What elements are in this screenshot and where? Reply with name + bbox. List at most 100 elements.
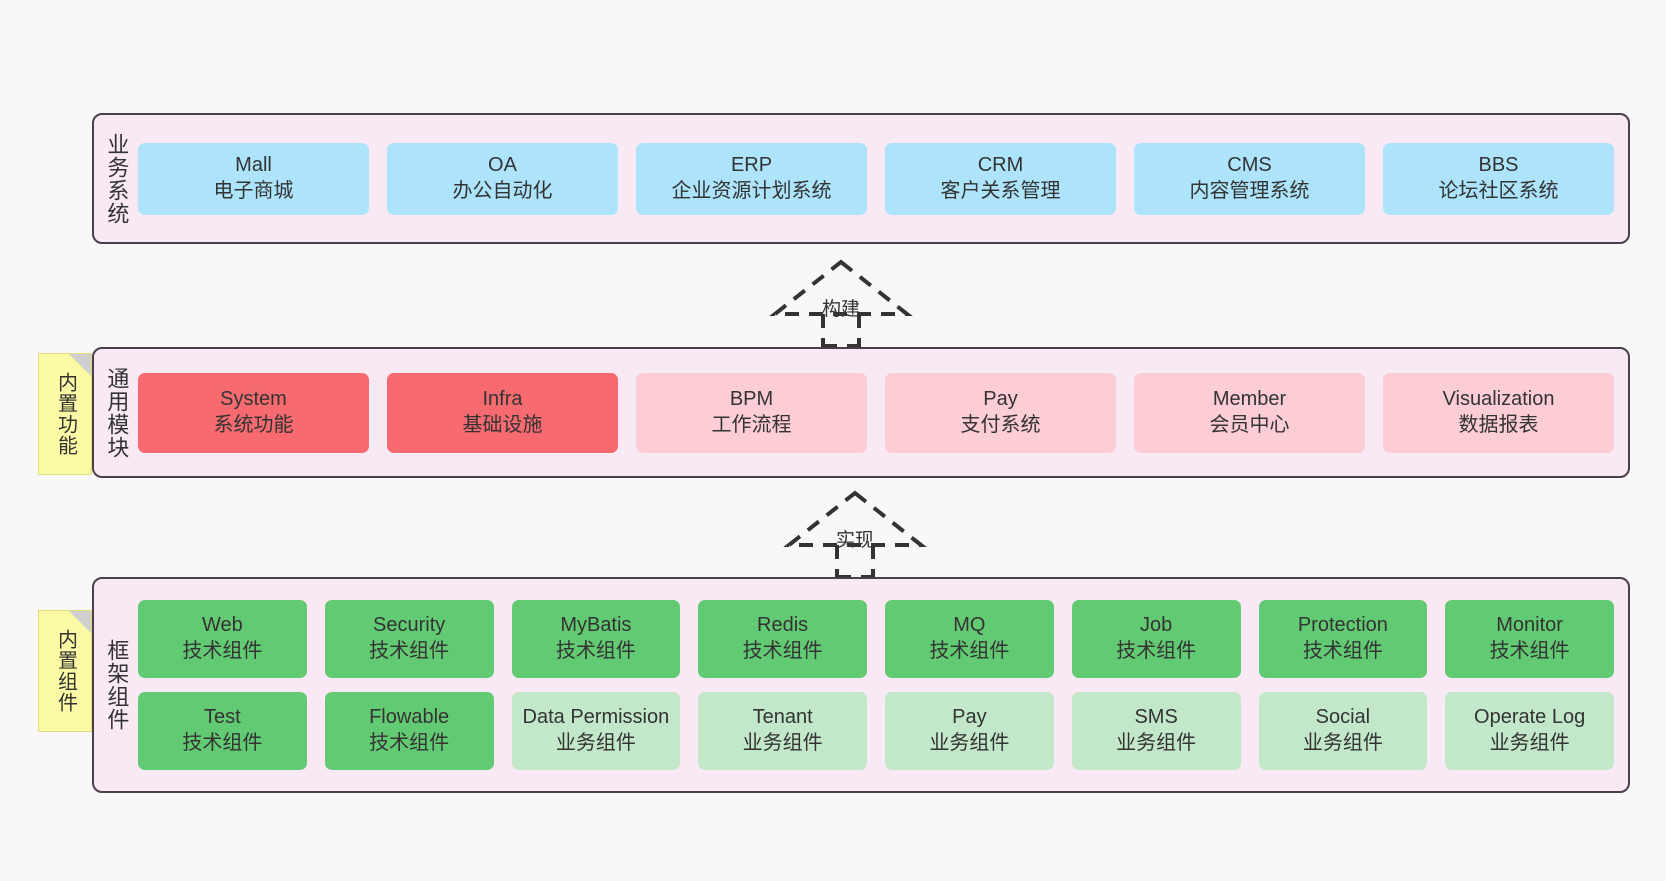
module-card-member[interactable]: Member 会员中心 — [1134, 372, 1365, 453]
component-name: MQ — [953, 614, 986, 637]
component-name: Monitor — [1496, 614, 1563, 637]
layer-body-business-system: Mall 电子商城 OA 办公自动化 ERP 企业资源计划系统 CRM 客户关系… — [138, 115, 1628, 242]
layer-business-system: 业务系统 Mall 电子商城 OA 办公自动化 ERP 企业资源计划系统 CRM… — [92, 113, 1630, 244]
component-name: Security — [373, 614, 446, 637]
connector-label-build: 构建 — [821, 299, 861, 320]
component-card-monitor[interactable]: Monitor 技术组件 — [1445, 600, 1614, 678]
component-kind: 技术组件 — [369, 732, 450, 754]
module-name: OA — [488, 153, 517, 176]
module-name: BPM — [729, 387, 774, 410]
module-name: Visualization — [1442, 387, 1555, 410]
module-card-visualization[interactable]: Visualization 数据报表 — [1383, 372, 1614, 453]
module-subtitle: 电子商城 — [213, 179, 294, 202]
module-subtitle: 工作流程 — [711, 413, 792, 436]
module-subtitle: 论坛社区系统 — [1438, 179, 1559, 202]
module-card-system[interactable]: System 系统功能 — [138, 372, 369, 453]
layer-body-framework-components: Web 技术组件 Security 技术组件 MyBatis 技术组件 Redi… — [138, 579, 1628, 791]
component-card-flowable[interactable]: Flowable 技术组件 — [324, 692, 494, 770]
module-subtitle: 支付系统 — [960, 413, 1041, 436]
note-fold-icon — [69, 611, 91, 633]
component-name: Protection — [1297, 614, 1388, 637]
component-kind: 业务组件 — [555, 732, 636, 754]
layer-framework-components: 框架组件 Web 技术组件 Security 技术组件 MyBatis 技术组件… — [92, 577, 1630, 793]
component-card-web[interactable]: Web 技术组件 — [138, 600, 307, 678]
module-name: Pay — [983, 387, 1018, 410]
component-card-social[interactable]: Social 业务组件 — [1258, 692, 1428, 770]
sticky-note-builtin-components: 内置组件 — [38, 610, 92, 732]
module-card-cms[interactable]: CMS 内容管理系统 — [1134, 142, 1365, 215]
component-kind: 技术组件 — [1302, 640, 1383, 662]
component-card-pay[interactable]: Pay 业务组件 — [885, 692, 1054, 770]
module-card-infra[interactable]: Infra 基础设施 — [387, 372, 618, 453]
component-name: Job — [1140, 614, 1173, 637]
layer-body-common-modules: System 系统功能 Infra 基础设施 BPM 工作流程 Pay 支付系统… — [138, 349, 1628, 476]
component-kind: 业务组件 — [1116, 732, 1197, 754]
layer-row: Web 技术组件 Security 技术组件 MyBatis 技术组件 Redi… — [138, 600, 1614, 678]
component-card-data-permission[interactable]: Data Permission 业务组件 — [511, 692, 681, 770]
component-kind: 技术组件 — [1116, 640, 1197, 662]
component-name: Test — [204, 706, 241, 729]
layer-common-modules: 通用模块 System 系统功能 Infra 基础设施 BPM 工作流程 Pay… — [92, 347, 1630, 478]
module-card-bpm[interactable]: BPM 工作流程 — [636, 372, 867, 453]
component-name: Operate Log — [1474, 706, 1586, 729]
component-card-test[interactable]: Test 技术组件 — [138, 692, 307, 770]
module-name: ERP — [730, 153, 773, 176]
component-kind: 技术组件 — [555, 640, 636, 662]
component-name: SMS — [1134, 706, 1178, 729]
connector-label-implement: 实现 — [835, 530, 875, 551]
component-card-redis[interactable]: Redis 技术组件 — [698, 600, 867, 678]
layer-row: Mall 电子商城 OA 办公自动化 ERP 企业资源计划系统 CRM 客户关系… — [138, 142, 1614, 215]
component-card-mq[interactable]: MQ 技术组件 — [885, 600, 1054, 678]
module-name: CMS — [1227, 153, 1272, 176]
component-kind: 技术组件 — [929, 640, 1010, 662]
component-kind: 技术组件 — [182, 732, 263, 754]
module-name: CRM — [977, 153, 1024, 176]
component-card-mybatis[interactable]: MyBatis 技术组件 — [511, 600, 681, 678]
module-subtitle: 企业资源计划系统 — [671, 179, 832, 202]
component-card-sms[interactable]: SMS 业务组件 — [1071, 692, 1241, 770]
module-name: BBS — [1478, 153, 1519, 176]
component-name: Data Permission — [522, 706, 670, 729]
component-kind: 技术组件 — [1489, 640, 1570, 662]
module-card-oa[interactable]: OA 办公自动化 — [387, 142, 618, 215]
module-subtitle: 客户关系管理 — [940, 179, 1061, 202]
module-card-pay[interactable]: Pay 支付系统 — [885, 372, 1116, 453]
module-subtitle: 办公自动化 — [452, 179, 553, 202]
connector-implement: 实现 — [782, 489, 928, 579]
component-card-job[interactable]: Job 技术组件 — [1071, 600, 1241, 678]
module-subtitle: 数据报表 — [1458, 413, 1539, 436]
component-name: Redis — [757, 614, 809, 637]
component-card-security[interactable]: Security 技术组件 — [324, 600, 494, 678]
module-name: Mall — [235, 153, 272, 176]
note-fold-icon — [69, 354, 91, 376]
component-kind: 业务组件 — [1302, 732, 1383, 754]
layer-row: Test 技术组件 Flowable 技术组件 Data Permission … — [138, 692, 1614, 770]
module-name: System — [220, 387, 287, 410]
module-subtitle: 内容管理系统 — [1189, 179, 1310, 202]
component-name: Pay — [952, 706, 987, 729]
layer-title-business-system: 业务系统 — [104, 132, 130, 225]
layer-title-framework-components: 框架组件 — [104, 639, 130, 731]
module-card-mall[interactable]: Mall 电子商城 — [138, 142, 369, 215]
component-card-protection[interactable]: Protection 技术组件 — [1258, 600, 1428, 678]
module-card-bbs[interactable]: BBS 论坛社区系统 — [1383, 142, 1614, 215]
module-name: Infra — [482, 387, 523, 410]
component-name: Social — [1315, 706, 1371, 729]
component-kind: 技术组件 — [742, 640, 823, 662]
module-card-erp[interactable]: ERP 企业资源计划系统 — [636, 142, 867, 215]
component-card-operate-log[interactable]: Operate Log 业务组件 — [1445, 692, 1614, 770]
component-kind: 技术组件 — [182, 640, 263, 662]
component-card-tenant[interactable]: Tenant 业务组件 — [698, 692, 867, 770]
connector-build: 构建 — [768, 258, 914, 348]
module-card-crm[interactable]: CRM 客户关系管理 — [885, 142, 1116, 215]
layer-row: System 系统功能 Infra 基础设施 BPM 工作流程 Pay 支付系统… — [138, 372, 1614, 453]
sticky-note-builtin-functions: 内置功能 — [38, 353, 92, 475]
module-subtitle: 会员中心 — [1209, 413, 1290, 436]
component-kind: 业务组件 — [742, 732, 823, 754]
component-name: MyBatis — [560, 614, 632, 637]
component-name: Web — [201, 614, 243, 637]
component-kind: 业务组件 — [929, 732, 1010, 754]
sticky-note-label: 内置组件 — [54, 629, 77, 713]
layer-title-common-modules: 通用模块 — [104, 366, 130, 459]
